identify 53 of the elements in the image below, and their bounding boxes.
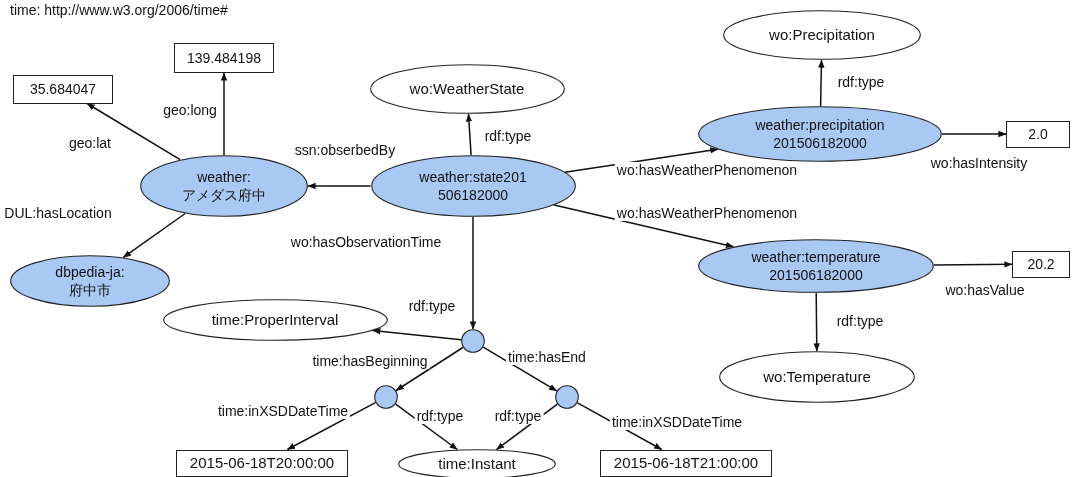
arrow <box>941 130 1007 138</box>
literal-box: 139.484198 <box>174 43 274 73</box>
arrow <box>553 204 735 249</box>
arrow <box>482 346 558 392</box>
edge-label: rdf:type <box>482 128 534 144</box>
arrow <box>86 102 181 161</box>
arrow <box>394 403 459 451</box>
arrow <box>469 216 477 330</box>
edge-label: rdf:type <box>835 74 887 90</box>
arrow <box>395 346 464 392</box>
class-ellipse: time:ProperInterval <box>162 299 388 341</box>
arrow <box>286 401 377 451</box>
edge-label: ssn:obserbedBy <box>292 142 398 158</box>
literal-box: 35.684047 <box>13 74 113 104</box>
arrow <box>818 59 825 107</box>
edge-label: geo:long <box>161 102 219 118</box>
edge-label: rdf:type <box>492 408 544 424</box>
edge-label: wo:hasIntensity <box>928 155 1030 171</box>
arrow <box>307 182 372 190</box>
edge-label: rdf:type <box>414 408 466 424</box>
arrow <box>564 147 719 173</box>
edge-label: time:hasBeginning <box>310 353 430 369</box>
class-ellipse: wo:Precipitation <box>723 10 921 60</box>
resource-ellipse: weather: アメダス府中 <box>140 155 308 217</box>
namespace-note: time: http://www.w3.org/2006/time# <box>10 2 228 18</box>
edge-label: rdf:type <box>834 313 886 329</box>
edge-label: geo:lat <box>67 135 113 151</box>
arrow <box>122 212 186 259</box>
literal-box: 2.0 <box>1006 120 1070 148</box>
literal-box: 20.2 <box>1012 250 1070 278</box>
arrow <box>813 292 820 352</box>
edge-label: rdf:type <box>406 298 458 314</box>
circle-node <box>555 385 579 409</box>
arrow <box>372 328 462 341</box>
literal-box: 2015-06-18T21:00:00 <box>600 449 772 477</box>
class-ellipse: wo:Temperature <box>719 351 915 403</box>
arrow <box>220 72 228 156</box>
edge-label: wo:hasObservationTime <box>288 234 444 250</box>
edge-label: time:hasEnd <box>506 349 588 365</box>
circle-node <box>374 385 398 409</box>
arrow <box>465 113 473 156</box>
edge-label: wo:hasWeatherPhenomenon <box>614 162 800 178</box>
resource-ellipse: dbpedia-ja: 府中市 <box>10 255 170 307</box>
arrow <box>933 261 1013 268</box>
literal-box: 2015-06-18T20:00:00 <box>176 449 348 477</box>
edge-label: wo:hasWeatherPhenomenon <box>614 205 800 221</box>
resource-ellipse: weather:temperature201506182000 <box>698 239 934 293</box>
edge-label: time:inXSDDateTime <box>215 403 351 419</box>
class-ellipse: wo:WeatherState <box>369 64 565 114</box>
edge-label: time:inXSDDateTime <box>609 414 745 430</box>
edge-label: wo:hasValue <box>943 282 1027 298</box>
edge-label: DUL:hasLocation <box>2 205 114 221</box>
circle-node <box>461 329 485 353</box>
